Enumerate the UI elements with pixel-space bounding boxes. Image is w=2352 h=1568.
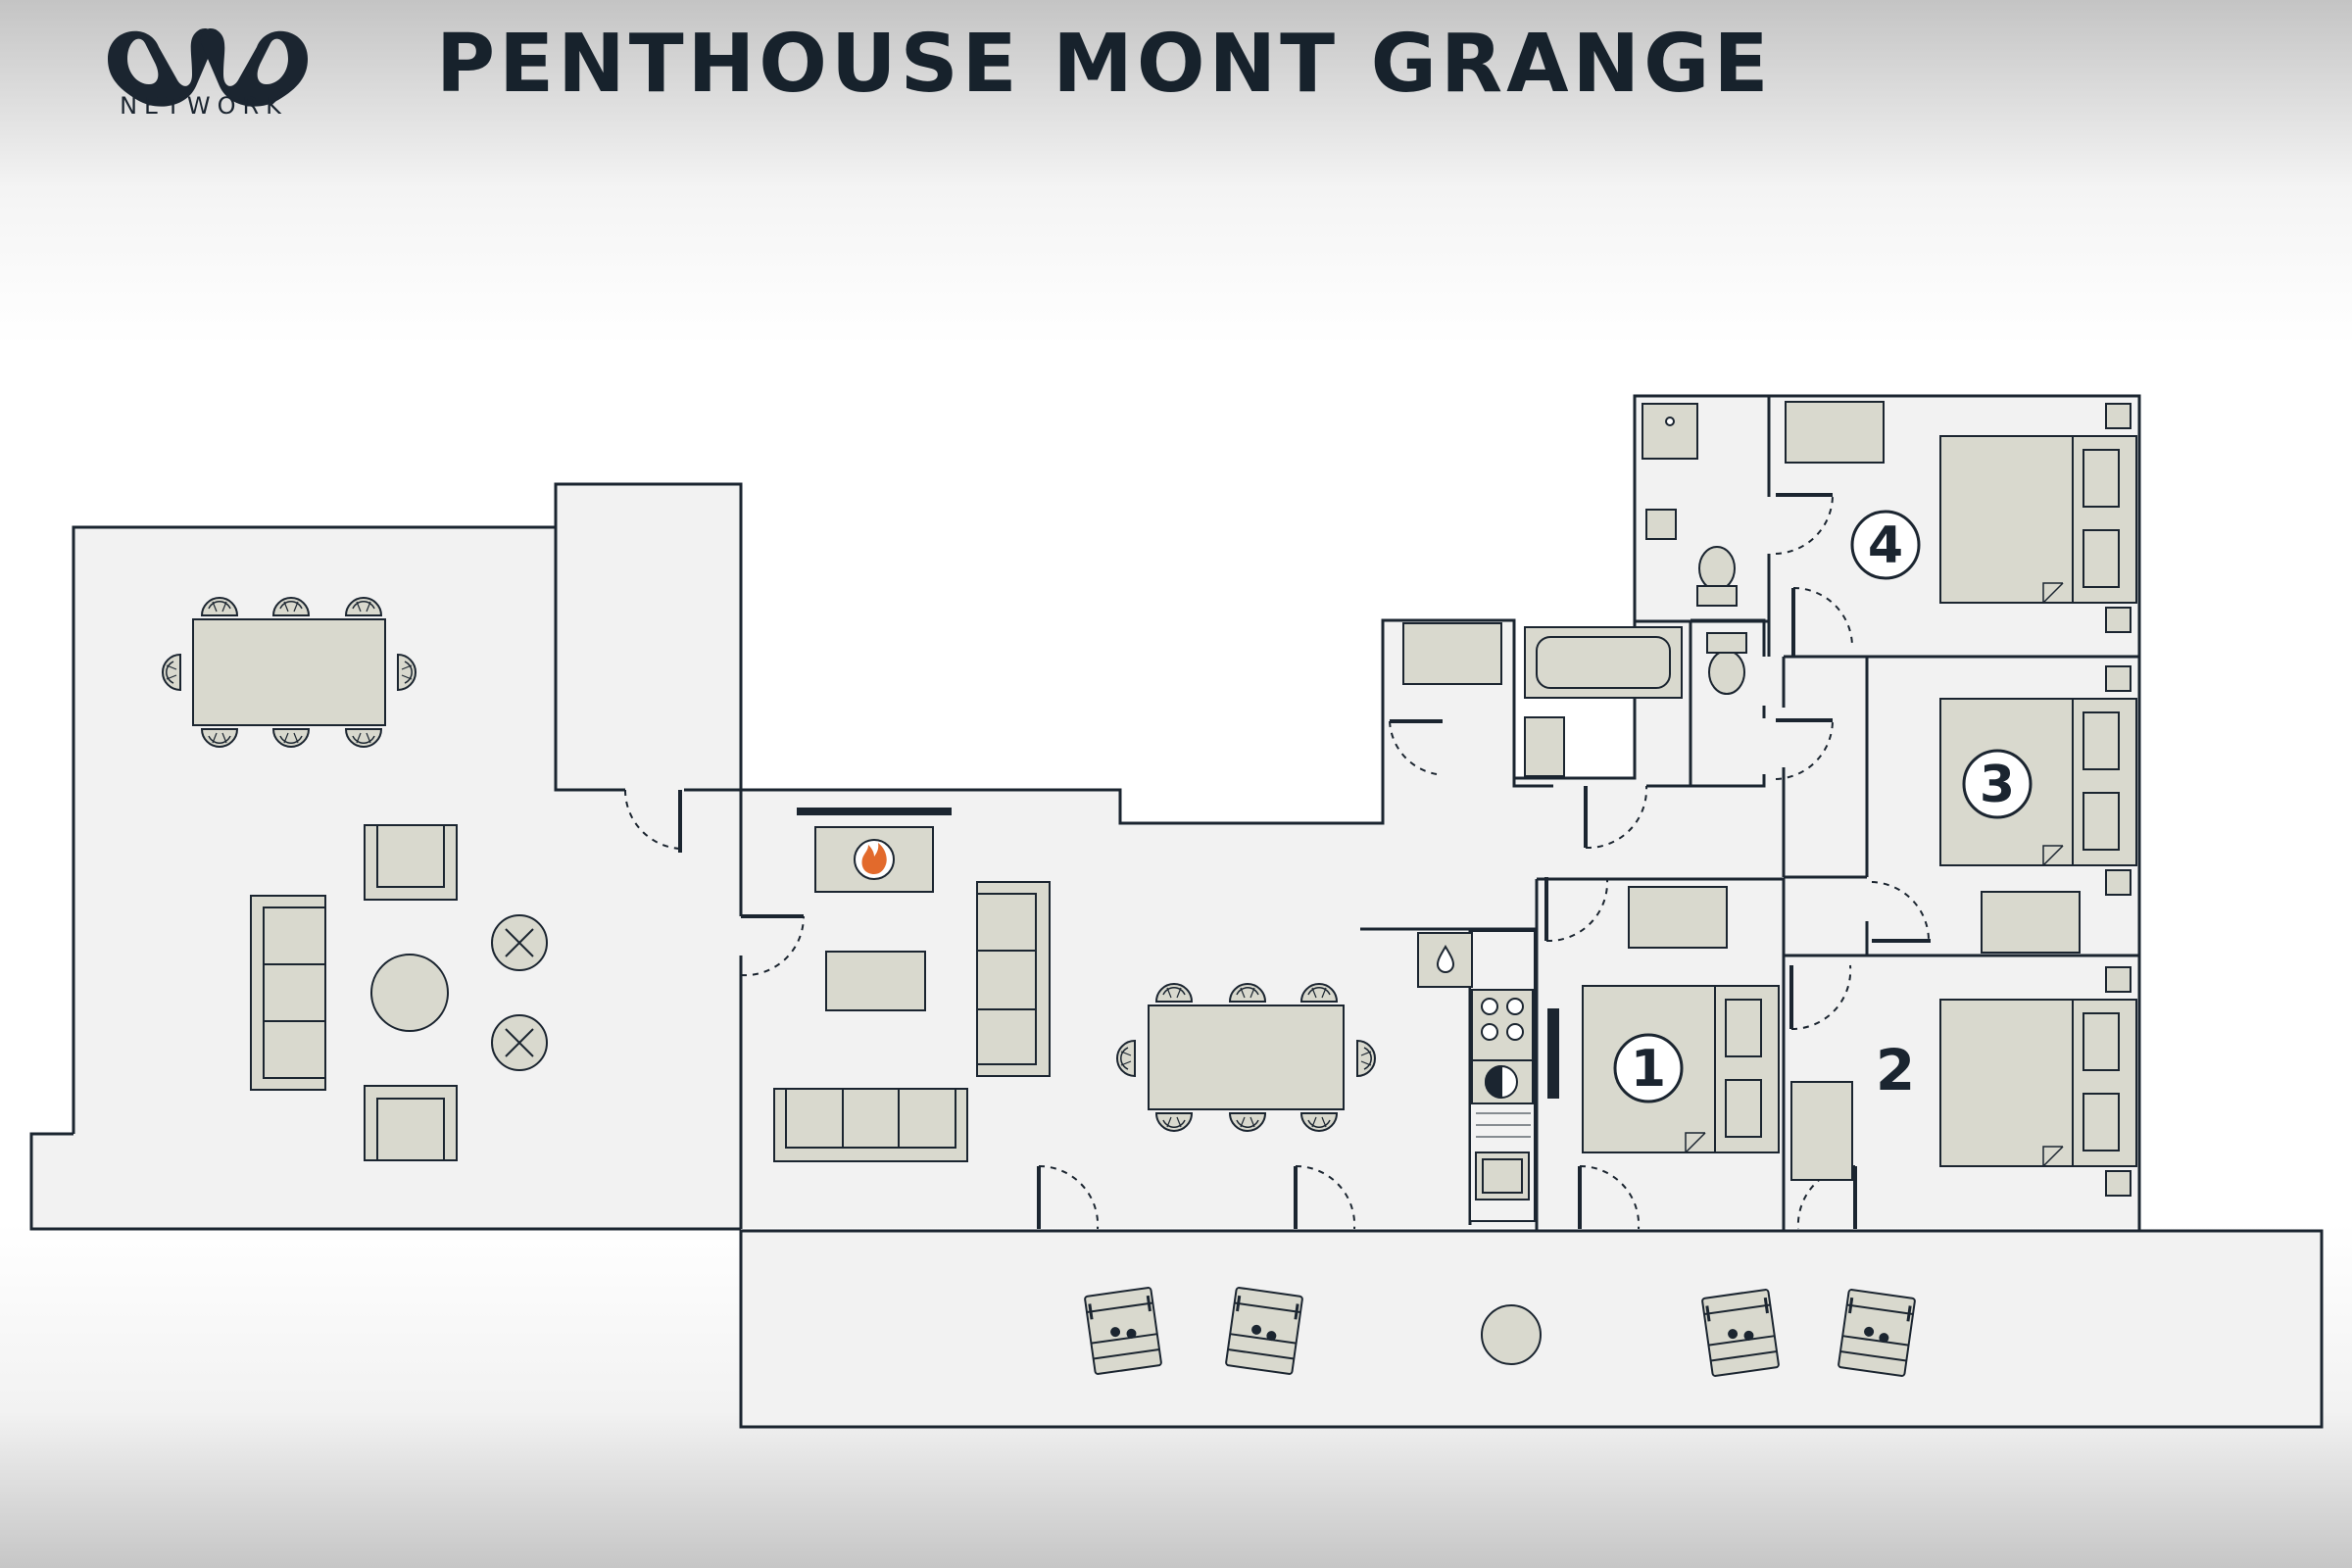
sink-drop-icon bbox=[1436, 945, 1455, 973]
page-title: PENTHOUSE MONT GRANGE bbox=[436, 18, 1773, 111]
bedroom-4-number: 4 bbox=[1868, 516, 1903, 575]
dining-set-left bbox=[162, 597, 416, 748]
bedroom-4 bbox=[1785, 401, 2137, 633]
stove-icon bbox=[1481, 998, 1524, 1041]
lounge-seating-left bbox=[250, 824, 548, 1161]
terrace-furniture bbox=[1083, 1286, 1917, 1378]
brand-logo-mark bbox=[108, 27, 308, 107]
fireplace-icon bbox=[861, 843, 887, 874]
kitchen bbox=[1417, 930, 1559, 1222]
bedroom-1-number: 1 bbox=[1631, 1040, 1666, 1099]
bedroom-3-number: 3 bbox=[1980, 756, 2015, 814]
bedroom-3 bbox=[1939, 665, 2137, 954]
brand-name: NETWORK bbox=[120, 92, 288, 120]
bathrooms bbox=[1402, 403, 1747, 777]
bedroom-2 bbox=[1790, 966, 2137, 1197]
bedroom-2-number: 2 bbox=[1876, 1037, 1915, 1103]
doors bbox=[623, 493, 1931, 1230]
dining-set-main bbox=[1116, 983, 1376, 1132]
washing-machine-icon bbox=[1485, 1064, 1518, 1100]
fireplace bbox=[797, 808, 952, 893]
bedroom-1 bbox=[1582, 886, 1780, 1153]
living-seating bbox=[773, 881, 1051, 1162]
